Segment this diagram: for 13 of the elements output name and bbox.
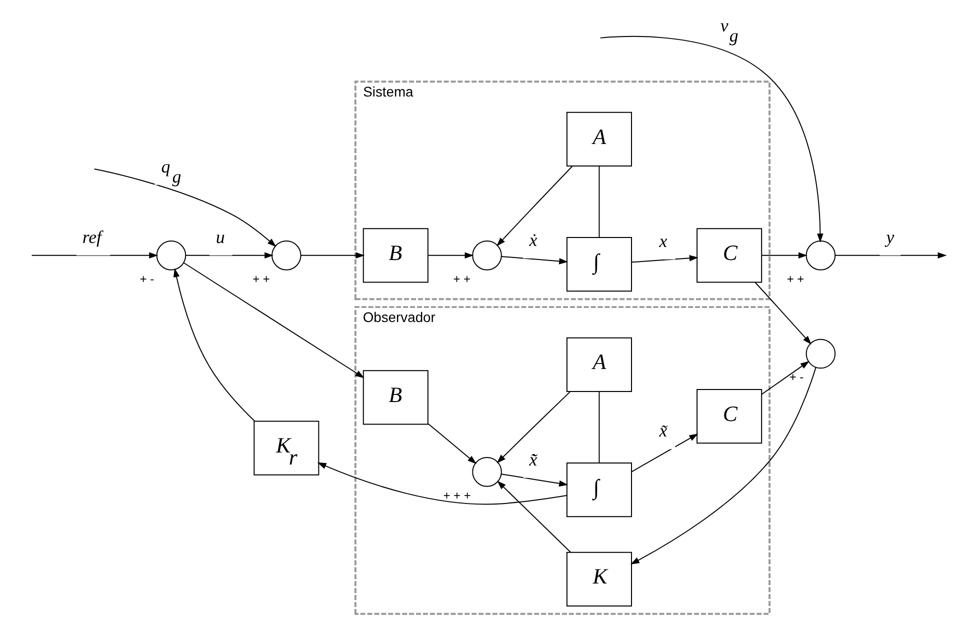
edge-label: ref — [82, 226, 102, 247]
node-label: + + — [786, 272, 804, 286]
edge-label: u — [216, 226, 225, 247]
edge-label: ẋ — [529, 230, 538, 250]
node-label: + - — [789, 370, 804, 384]
node-label: + + — [453, 272, 470, 286]
node-label: + + — [252, 272, 270, 286]
edge-label: x — [659, 230, 668, 251]
node-label: + + + — [443, 488, 471, 502]
node-label: + - — [140, 272, 154, 286]
edge-label: x̃ — [659, 420, 668, 441]
edge-label: y — [886, 226, 894, 247]
edge-label: x̃̇ — [529, 449, 538, 470]
